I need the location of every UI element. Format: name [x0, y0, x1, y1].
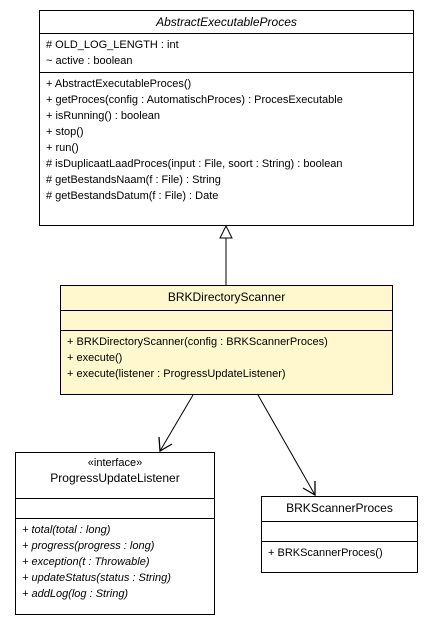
class-header: «interface» ProgressUpdateListener [16, 453, 214, 499]
class-name: BRKDirectoryScanner [167, 290, 286, 304]
stereotype-label: «interface» [87, 457, 143, 469]
association-line-proces [257, 394, 316, 496]
method-row: + run() [46, 142, 79, 154]
generalization-arrowhead [219, 224, 233, 239]
field-section: # OLD_LOG_LENGTH : int ~ active : boolea… [40, 34, 413, 73]
class-header: BRKDirectoryScanner [61, 286, 392, 311]
class-name: ProgressUpdateListener [50, 471, 180, 485]
method-row: # getBestandsDatum(f : File) : Date [46, 190, 219, 202]
class-header: BRKScannerProces [262, 497, 417, 522]
method-row: + execute(listener : ProgressUpdateListe… [67, 368, 286, 380]
field-section [262, 522, 417, 542]
method-row: + AbstractExecutableProces() [46, 78, 192, 90]
association-arrowhead-listener [158, 436, 173, 453]
field-row: ~ active : boolean [46, 55, 133, 67]
class-name: AbstractExecutableProces [156, 15, 297, 29]
method-row: + execute() [67, 352, 123, 364]
method-row: + total(total : long) [22, 524, 111, 536]
method-section: + total(total : long) + progress(progres… [16, 519, 214, 605]
association-line-listener [159, 394, 194, 452]
method-row: # isDuplicaatLaadProces(input : File, so… [46, 158, 343, 170]
class-name: BRKScannerProces [286, 501, 393, 515]
method-section: + BRKDirectoryScanner(config : BRKScanne… [61, 331, 392, 385]
field-section [61, 311, 392, 331]
method-row: # getBestandsNaam(f : File) : String [46, 174, 221, 186]
method-row: + addLog(log : String) [22, 588, 129, 600]
method-section: + BRKScannerProces() [262, 542, 417, 564]
interface-progress-update-listener[interactable]: «interface» ProgressUpdateListener + tot… [15, 452, 215, 615]
association-arrowhead-proces [302, 481, 316, 497]
class-brk-scanner-proces[interactable]: BRKScannerProces + BRKScannerProces() [261, 496, 418, 573]
field-row: # OLD_LOG_LENGTH : int [46, 39, 179, 51]
method-row: + BRKScannerProces() [268, 547, 383, 559]
method-row: + isRunning() : boolean [46, 110, 161, 122]
method-row: + progress(progress : long) [22, 540, 155, 552]
method-row: + BRKDirectoryScanner(config : BRKScanne… [67, 336, 328, 348]
method-row: + stop() [46, 126, 84, 138]
class-header: AbstractExecutableProces [40, 11, 413, 34]
method-row: + getProces(config : AutomatischProces) … [46, 94, 343, 106]
class-abstract-executable-proces[interactable]: AbstractExecutableProces # OLD_LOG_LENGT… [39, 10, 414, 226]
method-row: + exception(t : Throwable) [22, 556, 150, 568]
field-section [16, 499, 214, 519]
method-row: + updateStatus(status : String) [22, 572, 171, 584]
class-brk-directory-scanner[interactable]: BRKDirectoryScanner + BRKDirectoryScanne… [60, 285, 393, 395]
method-section: + AbstractExecutableProces() + getProces… [40, 73, 413, 207]
